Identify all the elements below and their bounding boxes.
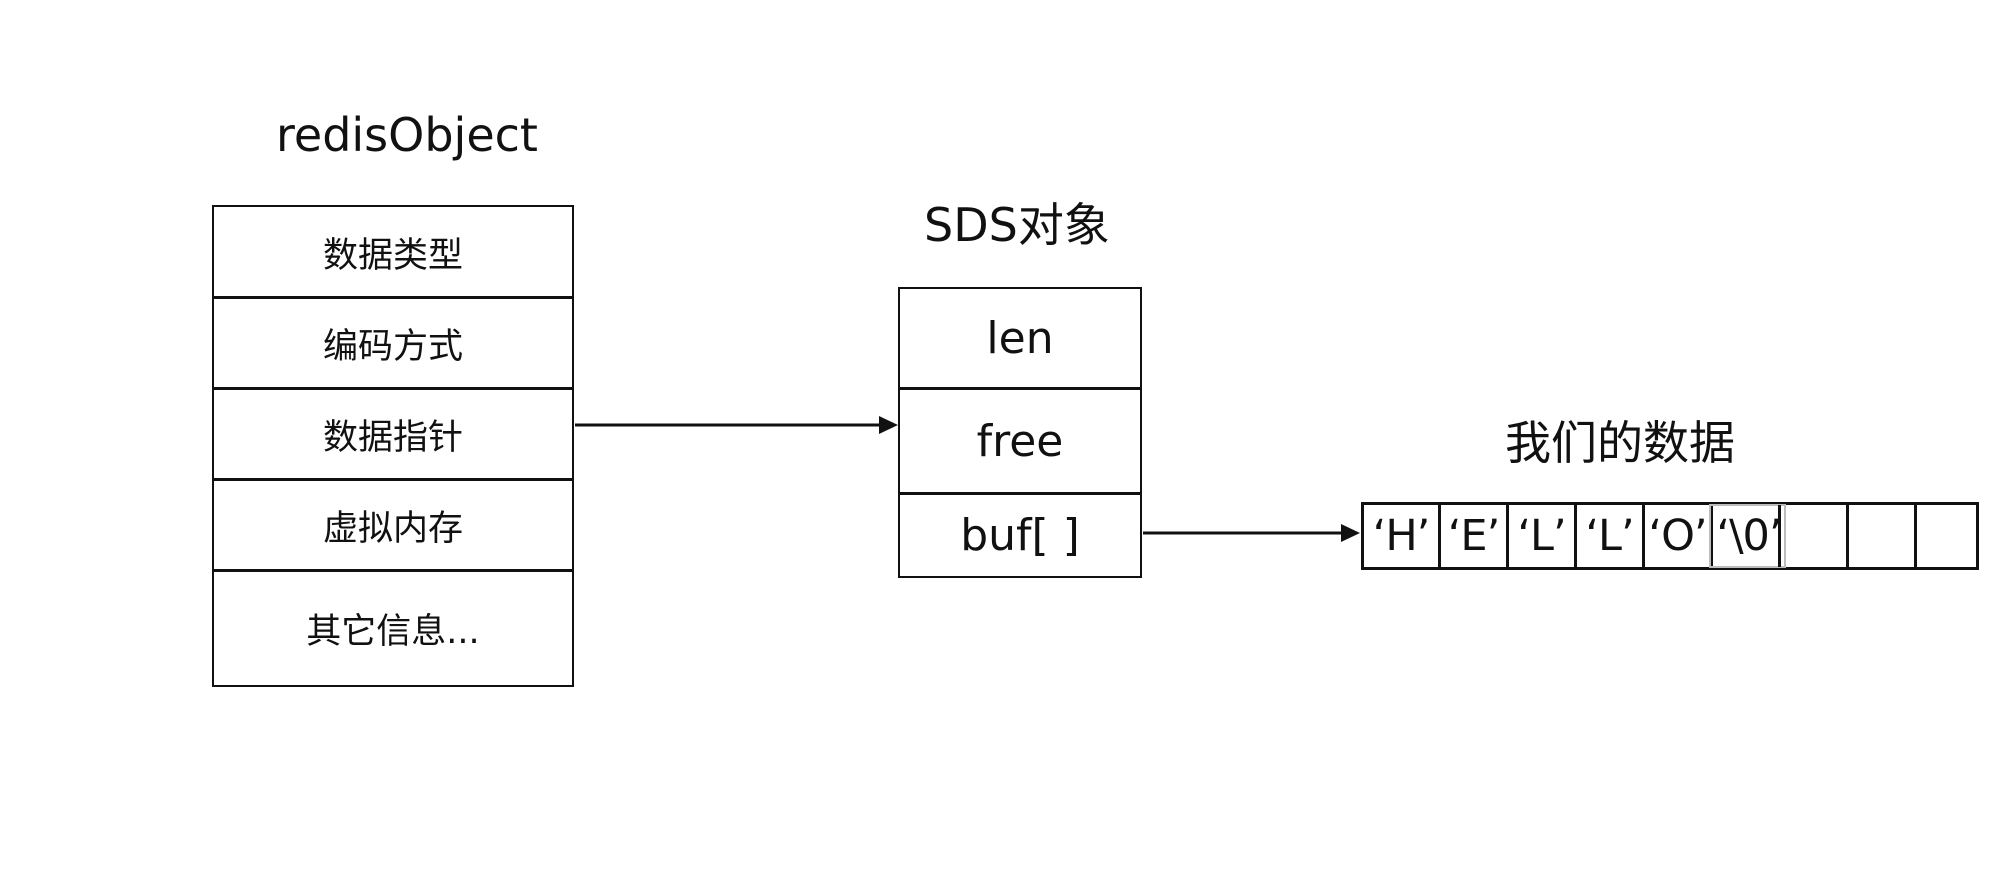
char-cell-empty — [1778, 505, 1846, 567]
arrow-head-array — [1341, 524, 1360, 542]
char-cell: ‘H’ — [1372, 511, 1431, 561]
sds-row-buf: buf[ ] — [900, 492, 1140, 576]
sds-row-len: len — [986, 312, 1054, 364]
redis-row-encoding: 编码方式 — [214, 296, 572, 387]
redis-object-title: redisObject — [276, 108, 538, 162]
redis-object-box: 数据类型 编码方式 数据指针 虚拟内存 其它信息... — [212, 205, 574, 687]
redis-row-data-pointer: 数据指针 — [214, 387, 572, 478]
char-cell-empty — [1846, 505, 1914, 567]
sds-object-title: SDS对象 — [924, 198, 1110, 252]
char-cell: ‘L’ — [1574, 505, 1642, 567]
char-array-title: 我们的数据 — [1505, 416, 1735, 470]
redis-row-other-info: 其它信息... — [214, 569, 572, 685]
char-cell: ‘L’ — [1506, 505, 1574, 567]
redis-row-virtual-memory: 虚拟内存 — [214, 478, 572, 569]
sds-object-box: len free buf[ ] — [898, 287, 1142, 578]
char-array: ‘H’ ‘E’ ‘L’ ‘L’ ‘O’ ‘\0’ — [1361, 502, 1979, 570]
char-cell: ‘E’ — [1438, 505, 1506, 567]
char-cell-empty — [1914, 505, 1976, 567]
redis-row-data-type: 数据类型 — [322, 235, 463, 276]
char-cell-null-terminator: ‘\0’ — [1709, 504, 1786, 568]
sds-row-free: free — [900, 387, 1140, 492]
char-cell: ‘O’ — [1642, 505, 1710, 567]
arrow-head-sds — [879, 416, 898, 434]
